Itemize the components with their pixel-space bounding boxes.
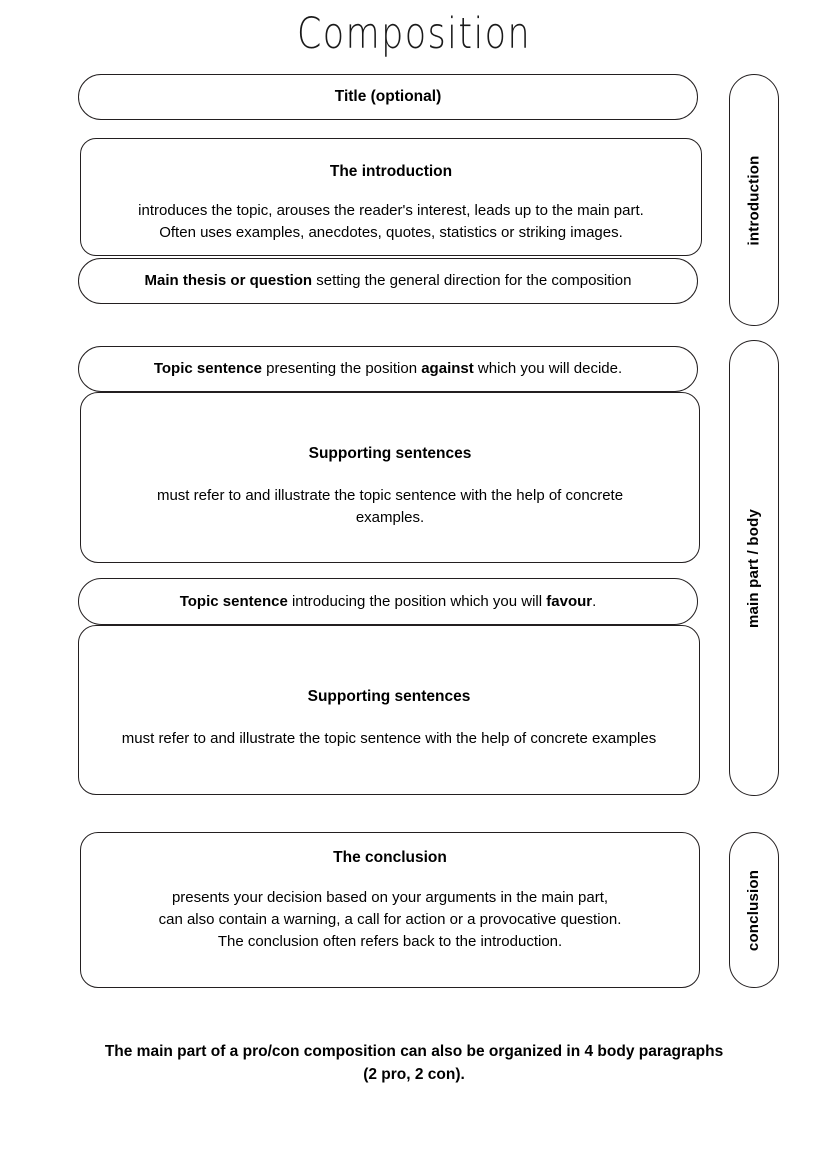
box-main-thesis: Main thesis or question setting the gene… [78, 258, 698, 304]
box-supporting-against-body: must refer to and illustrate the topic s… [157, 485, 623, 529]
box-introduction: The introduction introduces the topic, a… [80, 138, 702, 256]
footer-note: The main part of a pro/con composition c… [0, 1040, 828, 1087]
box-topic-against-rest: which you will decide. [473, 360, 623, 378]
page-title: Composition [296, 10, 532, 59]
box-title-optional-heading: Title (optional) [334, 87, 442, 105]
footer-note-line1: The main part of a pro/con composition c… [104, 1043, 724, 1060]
box-topic-sentence-favour-text: Topic sentence introducing the position … [180, 591, 597, 613]
box-supporting-favour-body-line1: must refer to and illustrate the topic s… [121, 730, 657, 748]
box-conclusion-body-line1: presents your decision based on your arg… [171, 889, 609, 907]
box-supporting-against-heading: Supporting sentences [308, 445, 472, 462]
box-conclusion-heading: The conclusion [333, 849, 447, 866]
box-supporting-favour-body: must refer to and illustrate the topic s… [122, 728, 656, 750]
box-topic-against-strong2: against [421, 360, 474, 378]
box-topic-against-strong1: Topic sentence [153, 360, 262, 378]
box-conclusion-body: presents your decision based on your arg… [159, 887, 622, 952]
side-label-introduction: introduction [729, 74, 779, 326]
side-label-main-part-body: main part / body [729, 340, 779, 796]
box-main-thesis-rest: setting the general direction for the co… [312, 272, 632, 290]
box-topic-sentence-against-text: Topic sentence presenting the position a… [154, 358, 622, 380]
box-supporting-favour-heading: Supporting sentences [307, 688, 471, 705]
box-conclusion-body-line2: can also contain a warning, a call for a… [158, 911, 622, 929]
box-topic-sentence-favour: Topic sentence introducing the position … [78, 578, 698, 625]
box-introduction-body-line2: Often uses examples, anecdotes, quotes, … [159, 224, 623, 242]
side-label-main-part-body-text: main part / body [745, 508, 763, 628]
composition-structure-column: Title (optional) The introduction introd… [78, 0, 702, 1171]
box-supporting-sentences-against: Supporting sentences must refer to and i… [80, 392, 700, 563]
box-supporting-against-body-line1: must refer to and illustrate the topic s… [156, 487, 624, 505]
box-conclusion: The conclusion presents your decision ba… [80, 832, 700, 988]
box-introduction-body-line1: introduces the topic, arouses the reader… [138, 202, 644, 220]
footer-note-line2: (2 pro, 2 con). [363, 1066, 465, 1084]
box-topic-against-mid: presenting the position [261, 360, 422, 378]
box-introduction-body: introduces the topic, arouses the reader… [138, 200, 644, 244]
box-main-thesis-text: Main thesis or question setting the gene… [145, 270, 632, 292]
box-introduction-heading: The introduction [329, 163, 453, 180]
box-topic-favour-strong1: Topic sentence [179, 592, 288, 610]
box-title-optional: Title (optional) [78, 74, 698, 120]
side-label-introduction-text: introduction [745, 155, 763, 245]
box-topic-sentence-against: Topic sentence presenting the position a… [78, 346, 698, 392]
box-conclusion-body-line3: The conclusion often refers back to the … [217, 932, 563, 950]
box-supporting-sentences-favour: Supporting sentences must refer to and i… [78, 625, 700, 795]
side-label-conclusion-text: conclusion [745, 869, 763, 951]
box-main-thesis-strong: Main thesis or question [144, 272, 313, 290]
box-topic-favour-rest: . [592, 592, 597, 610]
box-topic-favour-mid: introducing the position which you will [287, 592, 547, 610]
side-label-conclusion: conclusion [729, 832, 779, 988]
box-supporting-against-body-line2: examples. [355, 509, 425, 527]
box-topic-favour-strong2: favour [546, 592, 593, 610]
